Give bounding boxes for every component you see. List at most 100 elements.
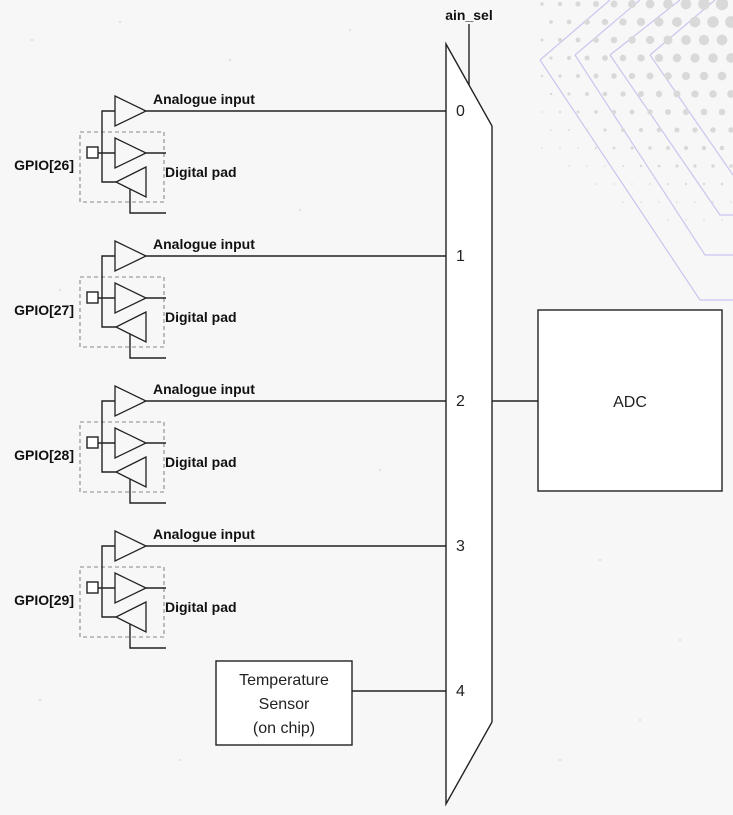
background-dot bbox=[585, 128, 589, 132]
background-dot bbox=[636, 17, 646, 27]
analogue-label: Analogue input bbox=[153, 91, 255, 107]
analogue-buffer bbox=[114, 94, 148, 128]
background-dot bbox=[586, 165, 588, 167]
background-dot bbox=[709, 90, 717, 98]
background-dot bbox=[619, 54, 627, 62]
background-dot bbox=[549, 92, 553, 96]
background-dot bbox=[611, 109, 617, 115]
background-dot bbox=[628, 72, 636, 80]
background-speckles bbox=[30, 20, 682, 762]
digital-pad-box bbox=[79, 276, 165, 348]
background-dot bbox=[557, 37, 563, 43]
background-dot bbox=[628, 0, 636, 8]
background-dot bbox=[703, 219, 705, 221]
background-dot bbox=[602, 91, 608, 97]
background-dot bbox=[593, 37, 599, 43]
background-dot bbox=[708, 53, 718, 63]
background-dot bbox=[640, 201, 642, 203]
adc-block bbox=[537, 309, 723, 492]
background-dot bbox=[663, 35, 673, 45]
background-dot bbox=[621, 128, 625, 132]
analogue-label: Analogue input bbox=[153, 526, 255, 542]
analogue-label: Analogue input bbox=[153, 236, 255, 252]
background-dot bbox=[540, 38, 544, 42]
background-dot bbox=[645, 35, 655, 45]
background-dot bbox=[575, 1, 581, 7]
background-dot bbox=[613, 183, 615, 185]
background-dot bbox=[658, 201, 660, 203]
background-dot bbox=[673, 90, 681, 98]
background-dot bbox=[684, 182, 688, 186]
background-dot bbox=[649, 183, 651, 185]
background-dot bbox=[672, 17, 682, 27]
select-label: ain_sel bbox=[445, 7, 492, 23]
output-buffer bbox=[114, 281, 148, 315]
input-wire bbox=[129, 479, 166, 504]
pad-trunk bbox=[101, 400, 116, 473]
background-dot bbox=[672, 53, 682, 63]
background-dot bbox=[558, 110, 562, 114]
background-dot bbox=[628, 36, 636, 44]
background-dot bbox=[683, 145, 689, 151]
background-dot bbox=[730, 201, 732, 203]
background-dots bbox=[540, 0, 733, 221]
temperature-sensor-line-2: Sensor bbox=[259, 696, 310, 713]
background-dot bbox=[729, 164, 733, 168]
background-dot bbox=[680, 0, 692, 10]
background-dot bbox=[655, 90, 663, 98]
background-dot bbox=[595, 183, 597, 185]
gpio-label: GPIO[26] bbox=[14, 157, 74, 173]
gpio-label: GPIO[27] bbox=[14, 302, 74, 318]
background-dot bbox=[567, 92, 571, 96]
mux-input-0-label: 0 bbox=[456, 103, 465, 120]
background-dot bbox=[711, 164, 715, 168]
background-dot bbox=[638, 91, 644, 97]
background-dot bbox=[689, 16, 701, 28]
digital-pad-label: Digital pad bbox=[165, 164, 237, 180]
background-dot bbox=[716, 34, 728, 46]
digital-pad-box bbox=[79, 131, 165, 203]
background-decoration bbox=[30, 0, 733, 762]
background-dot bbox=[541, 111, 543, 113]
background-dot bbox=[558, 74, 562, 78]
temperature-sensor-line-1: Temperature bbox=[239, 672, 329, 689]
background-dot bbox=[584, 19, 590, 25]
background-dot bbox=[645, 0, 655, 9]
background-dot bbox=[568, 129, 570, 131]
mux-input-1-label: 1 bbox=[456, 248, 465, 265]
background-dot bbox=[654, 53, 664, 63]
background-dot bbox=[715, 0, 729, 11]
background-dot bbox=[657, 164, 661, 168]
background-dot bbox=[666, 182, 670, 186]
background-dot bbox=[576, 110, 580, 114]
background-dot bbox=[549, 56, 553, 60]
gpio-label: GPIO[29] bbox=[14, 592, 74, 608]
temperature-sensor-block: Temperature Sensor (on chip) bbox=[215, 660, 446, 746]
background-dot bbox=[592, 0, 600, 8]
input-wire bbox=[129, 624, 166, 649]
background-dot bbox=[702, 182, 706, 186]
background-dot bbox=[721, 219, 723, 221]
background-dot bbox=[681, 35, 691, 45]
background-dot bbox=[621, 164, 625, 168]
background-dot bbox=[646, 72, 654, 80]
output-buffer bbox=[114, 136, 148, 170]
analogue-buffer bbox=[114, 239, 148, 273]
background-dot bbox=[693, 164, 697, 168]
background-dot bbox=[712, 201, 714, 203]
adc-label: ADC bbox=[613, 394, 647, 411]
background-dot bbox=[681, 71, 691, 81]
pad-trunk bbox=[101, 255, 116, 328]
background-dot bbox=[682, 108, 690, 116]
digital-pad-label: Digital pad bbox=[165, 454, 237, 470]
background-dot bbox=[692, 127, 698, 133]
input-buffer bbox=[114, 165, 147, 199]
background-dot bbox=[585, 92, 589, 96]
pad-square bbox=[86, 581, 99, 594]
background-dot bbox=[638, 127, 644, 133]
background-dot bbox=[675, 164, 679, 168]
digital-pad-box bbox=[79, 566, 165, 638]
mux-input-3-label: 3 bbox=[456, 538, 465, 555]
background-dot bbox=[575, 37, 581, 43]
